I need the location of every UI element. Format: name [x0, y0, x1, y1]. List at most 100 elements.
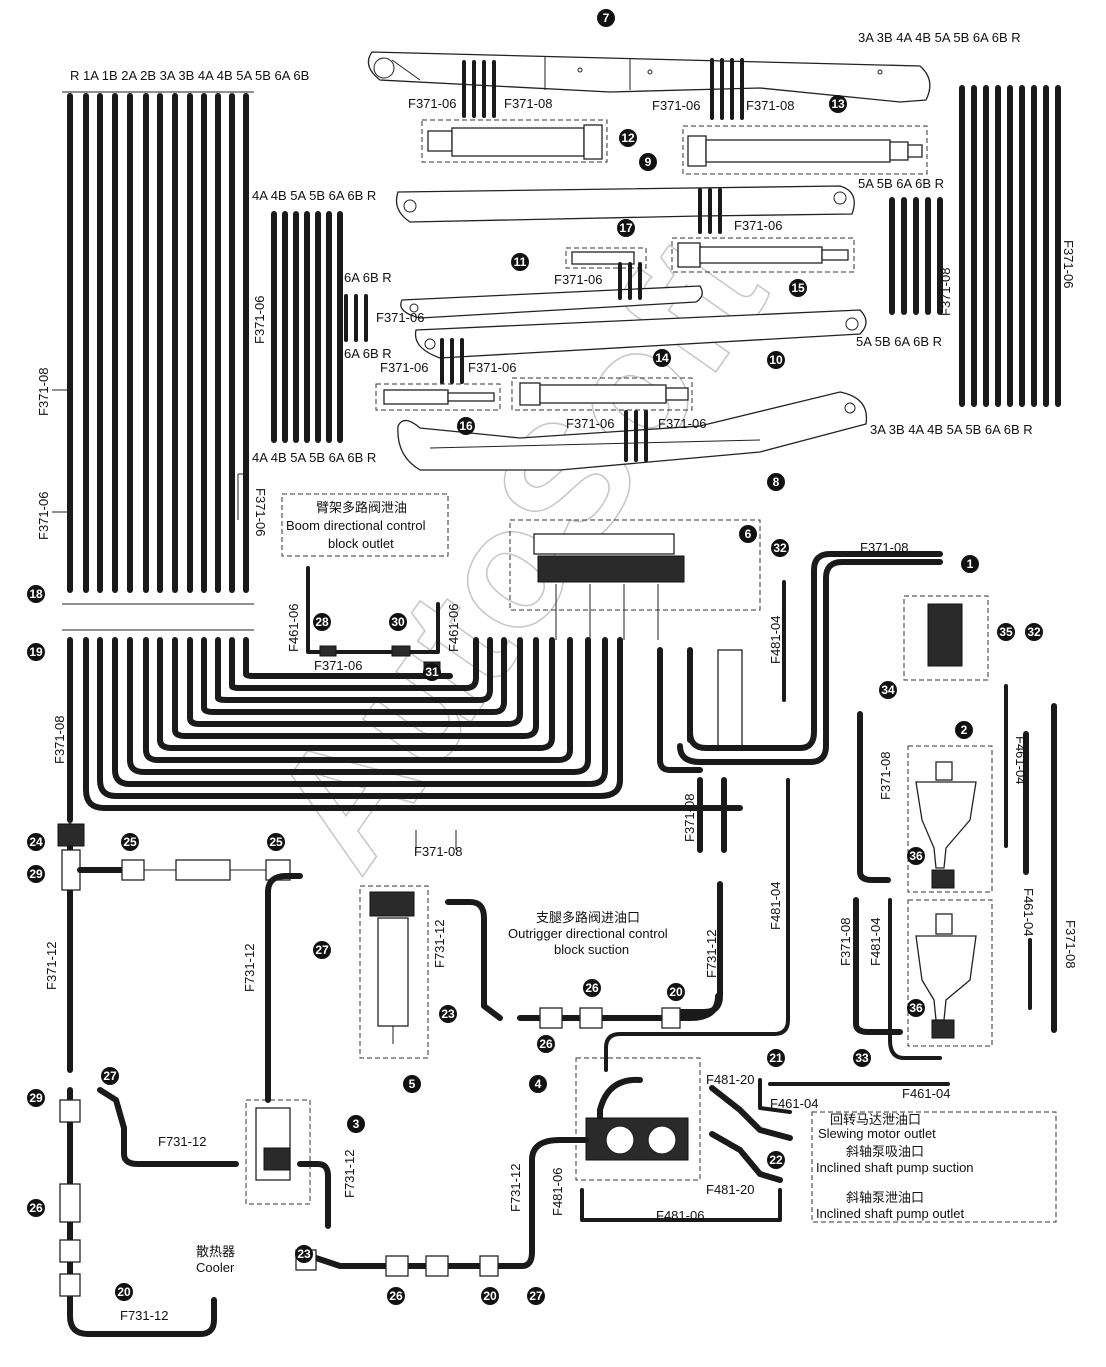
hose-label: F371-12 — [44, 942, 59, 990]
slewing-outlet-cn: 回转马达泄油口 — [830, 1112, 921, 1127]
outrigger-label-en: Outrigger directional control — [508, 926, 668, 941]
boom-section-7 — [367, 51, 931, 103]
svg-text:19: 19 — [29, 645, 43, 659]
callout-22: 22 — [767, 1151, 785, 1169]
callout-10: 10 — [767, 351, 785, 369]
svg-text:23: 23 — [297, 1247, 311, 1261]
svg-text:20: 20 — [117, 1285, 131, 1299]
cylinder-16 — [375, 383, 501, 411]
svg-text:26: 26 — [539, 1037, 553, 1051]
svg-text:2: 2 — [961, 723, 968, 737]
svg-text:30: 30 — [391, 615, 405, 629]
callout-12: 12 — [619, 129, 637, 147]
arm-section-11 — [400, 285, 703, 319]
callout-26: 26 — [583, 979, 601, 997]
slewing-outlet-en: Slewing motor outlet — [818, 1126, 936, 1141]
cooler-label-cn: 散热器 — [196, 1244, 235, 1259]
hose-label: F731-12 — [242, 944, 257, 992]
vertical-hose-labels: F371-08 F371-06 F371-08 F371-06 F371-06 … — [36, 268, 1078, 1216]
right-motor-hoses — [853, 684, 1057, 1060]
arm11-port-labels-bottom: 6A 6B R — [344, 346, 392, 361]
hose-label: F371-08 — [36, 368, 51, 416]
callouts: 1 2 3 4 5 6 7 8 9 10 11 12 13 14 15 16 1… — [27, 9, 1043, 1305]
top-right-port-labels: 3A 3B 4A 4B 5A 5B 6A 6B R — [858, 30, 1021, 45]
outrigger-lines — [657, 647, 743, 1015]
cylinder-14 — [511, 377, 693, 411]
svg-text:26: 26 — [389, 1289, 403, 1303]
callout-27: 27 — [527, 1287, 545, 1305]
svg-text:24: 24 — [29, 835, 43, 849]
svg-text:29: 29 — [29, 867, 43, 881]
callout-1: 1 — [961, 555, 979, 573]
callout-30: 30 — [389, 613, 407, 631]
hose-label: F731-12 — [158, 1134, 206, 1149]
svg-text:18: 18 — [29, 587, 43, 601]
arm10-port-labels: 5A 5B 6A 6B R — [856, 334, 942, 349]
hose-label: F371-08 — [746, 98, 794, 113]
callout-13: 13 — [829, 95, 847, 113]
port-labels: R 1A 1B 2A 2B 3A 3B 4A 4B 5A 5B 6A 6B 3A… — [70, 30, 1033, 465]
svg-text:27: 27 — [529, 1289, 543, 1303]
svg-text:27: 27 — [103, 1069, 117, 1083]
hose-label: F371-08 — [682, 794, 697, 842]
hose-label: F481-04 — [768, 882, 783, 930]
callout-2: 2 — [955, 721, 973, 739]
callout-8: 8 — [767, 473, 785, 491]
svg-text:4: 4 — [535, 1077, 542, 1091]
hose-label: F371-06 — [314, 658, 362, 673]
valve-block-6 — [509, 519, 761, 640]
main-boom-8 — [397, 391, 868, 471]
svg-text:21: 21 — [769, 1051, 783, 1065]
svg-text:32: 32 — [773, 541, 787, 555]
svg-text:36: 36 — [909, 849, 923, 863]
hose-label: F731-12 — [342, 1150, 357, 1198]
svg-text:14: 14 — [655, 351, 669, 365]
hose-label: F461-04 — [1021, 888, 1036, 936]
svg-text:27: 27 — [315, 943, 329, 957]
svg-text:10: 10 — [769, 353, 783, 367]
callout-25: 25 — [267, 833, 285, 851]
callout-15: 15 — [789, 279, 807, 297]
svg-text:20: 20 — [483, 1289, 497, 1303]
outrigger-label-cn: 支腿多路阀进油口 — [536, 910, 640, 925]
callout-5: 5 — [403, 1075, 421, 1093]
bottom-right-port-labels: 3A 3B 4A 4B 5A 5B 6A 6B R — [870, 422, 1033, 437]
callout-33: 33 — [853, 1049, 871, 1067]
svg-text:11: 11 — [514, 255, 527, 269]
hose-label: F371-08 — [860, 540, 908, 555]
callout-9: 9 — [639, 153, 657, 171]
cylinder-15 — [671, 237, 855, 273]
hose-label: F371-08 — [1063, 920, 1078, 968]
hose-label: F371-06 — [408, 96, 456, 111]
cylinder-17 — [565, 247, 647, 269]
hose-label: F371-08 — [838, 918, 853, 966]
callout-17: 17 — [617, 219, 635, 237]
hose-label: F461-06 — [286, 604, 301, 652]
valve-3 — [245, 1099, 311, 1205]
callout-19: 19 — [27, 643, 45, 661]
cylinder-13 — [682, 125, 928, 175]
right-hose-bundle — [959, 85, 1061, 407]
callout-14: 14 — [653, 349, 671, 367]
hose-label: F371-06 — [658, 416, 706, 431]
pump-outlet-en: Inclined shaft pump outlet — [816, 1206, 965, 1221]
svg-text:34: 34 — [881, 683, 895, 697]
callout-23: 23 — [439, 1005, 457, 1023]
callout-35: 35 — [997, 623, 1015, 641]
cooler-label-en: Cooler — [196, 1260, 235, 1275]
hose-label: F731-12 — [120, 1308, 168, 1323]
callout-3: 3 — [347, 1115, 365, 1133]
svg-text:32: 32 — [1027, 625, 1041, 639]
callout-16: 16 — [457, 417, 475, 435]
callout-26: 26 — [27, 1199, 45, 1217]
boom-outlet-label-en: Boom directional control — [286, 518, 426, 533]
pump-drain-lines — [580, 1078, 1057, 1223]
hose-label: F461-04 — [1013, 736, 1028, 784]
pump-outlet-cn: 斜轴泵泄油口 — [846, 1190, 924, 1205]
callout-36: 36 — [907, 847, 925, 865]
svg-text:1: 1 — [967, 557, 974, 571]
hose-label: F731-12 — [704, 930, 719, 978]
hose-label: F371-06 — [252, 296, 267, 344]
hose-label: F371-08 — [414, 844, 462, 859]
